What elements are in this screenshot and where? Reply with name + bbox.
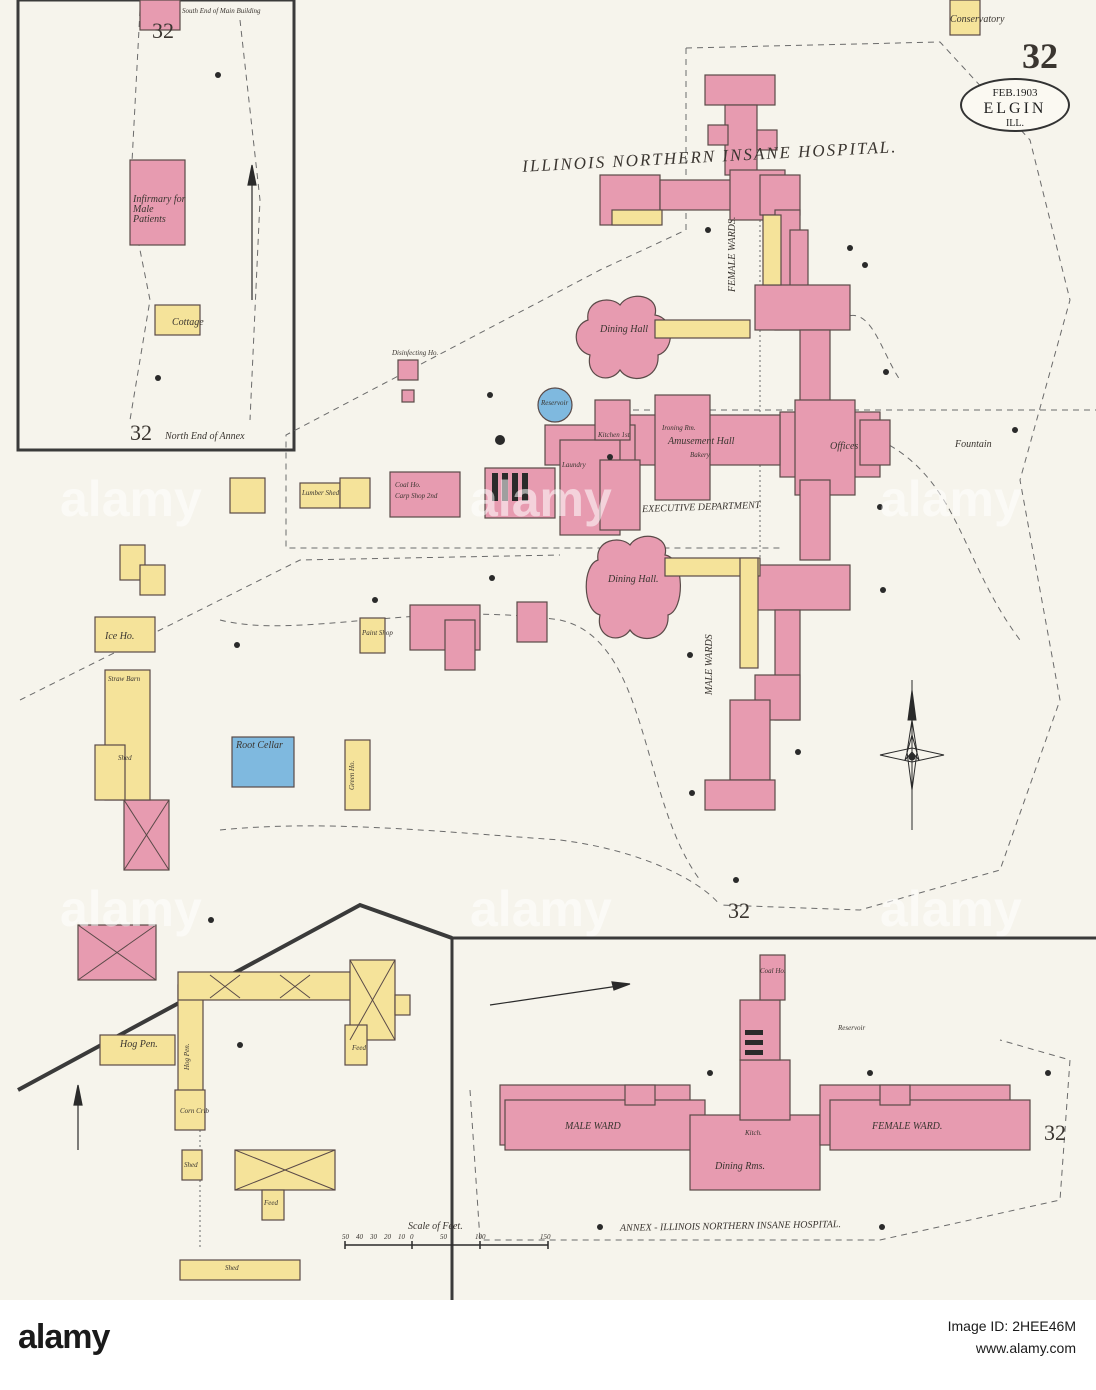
feed-label-north: Feed — [352, 1044, 366, 1052]
scale-label: Scale of Feet. — [408, 1221, 463, 1232]
ironing-label: Ironing Rm. — [662, 424, 696, 432]
scale-bar — [344, 1241, 549, 1249]
paint-shop-label: Paint Shop — [362, 629, 393, 637]
inset-number-bottom: 32 — [130, 420, 152, 445]
stock-image-id: Image ID: 2HEE46M — [947, 1318, 1076, 1334]
reservoir-label: Reservoir — [541, 399, 569, 407]
compass-rose-icon — [879, 680, 945, 830]
scale-tick-2: 30 — [370, 1233, 377, 1241]
lumber-shed-label: Lumber Shed — [302, 489, 340, 497]
sheet-date: FEB.1903 — [992, 87, 1038, 99]
farm-frame — [17, 902, 453, 1092]
annex-male-ward-label: MALE WARD — [565, 1121, 621, 1132]
stock-logo: alamy — [18, 1318, 110, 1356]
open-shed-marks — [77, 799, 396, 1191]
scale-tick-8: 150 — [540, 1233, 551, 1241]
inset-annex-north-label: North End of Annex — [165, 431, 245, 442]
scale-tick-6: 50 — [440, 1233, 447, 1241]
annex-female-ward-label: FEMALE WARD. — [872, 1121, 943, 1132]
carp-shop-label: Carp Shop 2nd — [395, 492, 438, 500]
main-section-number: 32 — [728, 898, 750, 923]
long-shed-label: Shed — [225, 1264, 239, 1272]
annex-section-number: 32 — [1044, 1120, 1066, 1145]
laundry-label: Laundry — [562, 461, 586, 469]
city-date-badge: FEB.1903 ELGIN ILL. — [960, 78, 1070, 132]
corn-crib-label: Corn Crib — [180, 1107, 209, 1115]
dining-halls — [575, 295, 681, 639]
sheet-number: 32 — [1022, 36, 1058, 76]
shed-label: Shed — [118, 754, 132, 762]
disinfecting-label: Disinfecting Ho. — [392, 349, 439, 357]
female-wards-label: FEMALE WARDS. — [727, 216, 738, 292]
ice-house-label: Ice Ho. — [105, 631, 135, 642]
straw-barn-label: Straw Barn — [108, 675, 141, 683]
hog-pen-vert-label: Hog Pen. — [183, 1043, 191, 1070]
map-drawing — [16, 0, 1096, 1300]
annex-kitchen-label: Kitch. — [745, 1129, 762, 1137]
north-arrow-icon — [73, 164, 631, 1150]
annex-dining-label: Dining Rms. — [715, 1161, 765, 1172]
inset-cottage-label: Cottage — [172, 317, 204, 328]
feed-label-south: Feed — [264, 1199, 278, 1207]
scale-tick-0: 50 — [342, 1233, 349, 1241]
inset-infirmary-label: Infirmary for Male Patients — [133, 194, 186, 225]
coal-house-label: Coal Ho. — [395, 481, 421, 489]
inset-frame — [16, 0, 296, 452]
stock-url[interactable]: www.alamy.com — [975, 1340, 1076, 1356]
offices-label: Offices — [830, 441, 859, 452]
scale-tick-5: 0 — [410, 1233, 414, 1241]
conservatory-label: Conservatory — [950, 14, 1005, 25]
amusement-hall-label: Amusement Hall — [668, 436, 735, 447]
city-name: ELGIN — [983, 100, 1047, 117]
dining-hall-north-label: Dining Hall — [600, 324, 649, 335]
dining-hall-south-label: Dining Hall. — [608, 574, 659, 585]
inset-main-building-label: South End of Main Building — [182, 7, 261, 15]
dashed-boundaries — [19, 9, 1096, 1241]
map-sheet: 32 FEB.1903 ELGIN ILL. ILLINOIS NORTHERN… — [0, 0, 1096, 1300]
hydrant-dot-icon — [155, 72, 1051, 1230]
main-hospital — [77, 0, 1031, 1191]
kitchen-label: Kitchen 1st — [598, 431, 630, 439]
stone-buildings — [231, 387, 573, 788]
annex-coal-label: Coal Ho. — [760, 967, 786, 975]
scale-tick-7: 100 — [475, 1233, 486, 1241]
fountain-label: Fountain — [955, 439, 992, 450]
boiler-stacks — [492, 473, 763, 1055]
scale-tick-3: 20 — [384, 1233, 391, 1241]
state-name: ILL. — [1005, 118, 1025, 129]
scale-tick-4: 10 — [398, 1233, 405, 1241]
hog-pen-label: Hog Pen. — [120, 1039, 158, 1050]
stock-footer: alamy Image ID: 2HEE46M www.alamy.com — [0, 1300, 1096, 1390]
green-house-label: Green Ho. — [348, 760, 356, 790]
root-cellar-label: Root Cellar — [236, 740, 283, 751]
male-wards-label: MALE WARDS — [704, 634, 715, 695]
inset-number-top: 32 — [152, 18, 174, 43]
farm-shed-label: Shed — [184, 1161, 198, 1169]
scale-tick-1: 40 — [356, 1233, 363, 1241]
bakery-label: Bakery — [690, 451, 710, 459]
annex-reservoir-label: Reservoir — [838, 1024, 866, 1032]
